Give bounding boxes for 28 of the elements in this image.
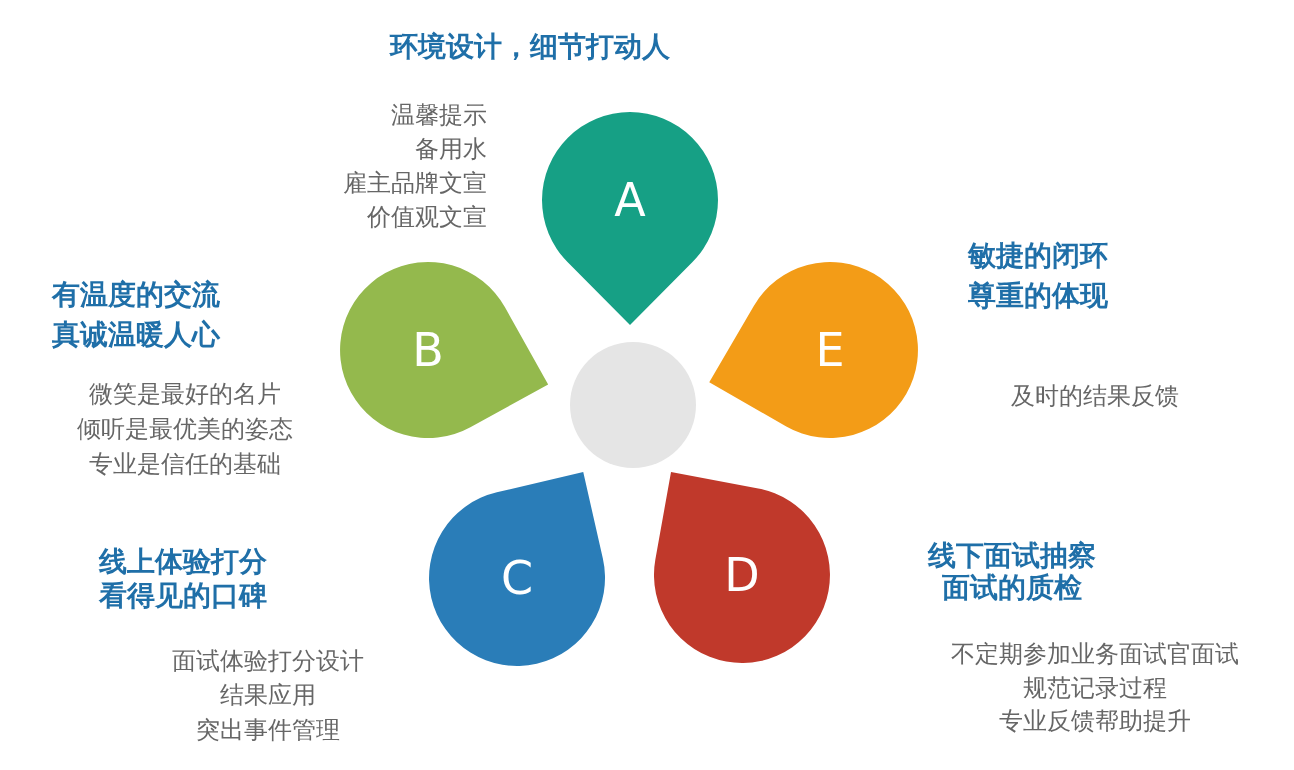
list-item: 结果应用 — [220, 682, 316, 710]
list-item: 雇主品牌文宣 — [343, 170, 487, 198]
list-item: 专业反馈帮助提升 — [999, 708, 1191, 736]
list-item: 温馨提示 — [391, 102, 487, 130]
list-item: 价值观文宣 — [367, 204, 487, 232]
section-heading: 尊重的体现 — [968, 279, 1108, 313]
petal-letter: E — [815, 327, 845, 373]
list-item: 面试体验打分设计 — [172, 648, 364, 676]
list-item: 规范记录过程 — [1023, 675, 1167, 703]
section-heading: 环境设计，细节打动人 — [390, 30, 670, 64]
list-item: 突出事件管理 — [196, 717, 340, 745]
list-item: 备用水 — [415, 136, 487, 164]
petal-letter: A — [614, 177, 646, 223]
petal-letter: B — [412, 327, 444, 373]
list-item: 及时的结果反馈 — [1011, 383, 1179, 411]
section-heading: 真诚温暖人心 — [52, 318, 220, 352]
section-heading: 看得见的口碑 — [99, 579, 267, 613]
section-heading: 有温度的交流 — [52, 278, 220, 312]
section-heading: 线下面试抽察 — [928, 539, 1096, 573]
petal-letter: C — [500, 555, 534, 601]
list-item: 不定期参加业务面试官面试 — [951, 641, 1239, 669]
list-item: 微笑是最好的名片 — [89, 381, 281, 409]
section-heading: 面试的质检 — [942, 571, 1082, 605]
list-item: 倾听是最优美的姿态 — [77, 416, 293, 444]
petal-letter: D — [724, 552, 760, 598]
list-item: 专业是信任的基础 — [89, 451, 281, 479]
section-heading: 线上体验打分 — [99, 545, 267, 579]
section-heading: 敏捷的闭环 — [968, 239, 1108, 273]
